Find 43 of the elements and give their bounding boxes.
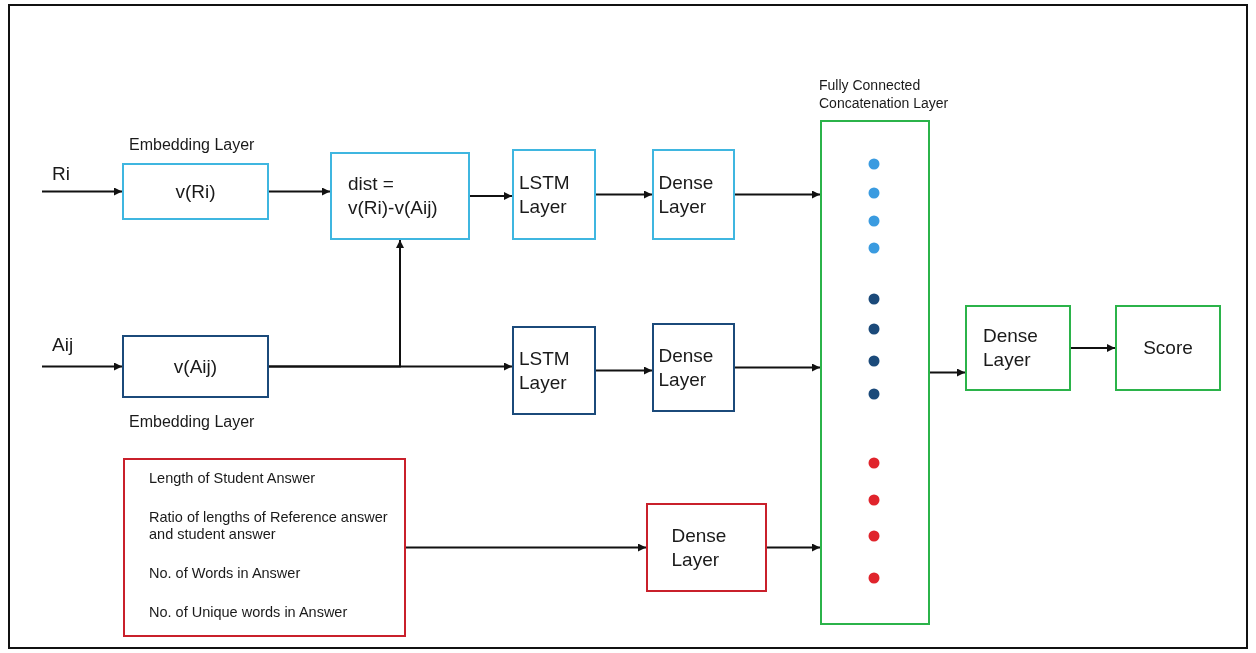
feature-text: Ratio of lengths of Reference answer and student answer bbox=[149, 509, 389, 543]
input-label: Ri bbox=[52, 163, 70, 185]
feature-text: No. of Unique words in Answer bbox=[149, 604, 348, 621]
layer-label: Dense Layer bbox=[658, 170, 715, 219]
arrow bbox=[1070, 344, 1116, 352]
layer-label: v(Ri) bbox=[175, 179, 216, 204]
layer-label: LSTM Layer bbox=[519, 346, 571, 395]
arrow bbox=[41, 362, 123, 371]
layer-box bbox=[512, 149, 596, 240]
feature-text: No. of Words in Answer bbox=[149, 565, 301, 582]
layer-label: Dense Layer bbox=[983, 324, 1039, 372]
layer-box bbox=[652, 323, 735, 412]
layer-label: dist = v(Ri)-v(Aij) bbox=[348, 172, 439, 220]
arrow bbox=[929, 368, 966, 377]
arrow bbox=[734, 190, 821, 199]
layer-box bbox=[330, 152, 470, 240]
layer-caption: Embedding Layer bbox=[129, 136, 255, 154]
layer-box bbox=[1115, 305, 1221, 391]
layer-box bbox=[122, 163, 269, 220]
feature-text: Length of Student Answer bbox=[149, 470, 316, 487]
layer-box bbox=[122, 335, 269, 398]
layer-box bbox=[652, 149, 735, 240]
arrow bbox=[469, 192, 513, 200]
layer-label: Score bbox=[1143, 336, 1193, 360]
arrow bbox=[41, 187, 123, 196]
layer-label: Dense Layer bbox=[671, 523, 728, 572]
arrow bbox=[595, 366, 653, 375]
arrow bbox=[268, 187, 331, 196]
layer-box bbox=[965, 305, 1071, 391]
arrow bbox=[405, 543, 647, 552]
arrow bbox=[766, 543, 821, 552]
arrow bbox=[734, 363, 821, 372]
layer-label: v(Aij) bbox=[173, 354, 218, 379]
layer-label: Dense Layer bbox=[658, 343, 715, 392]
layer-heading: Fully Connected Concatenation Layer bbox=[819, 76, 950, 112]
input-label: Aij bbox=[52, 334, 74, 356]
arrow bbox=[595, 190, 653, 199]
layer-box bbox=[646, 503, 767, 592]
layer-box bbox=[512, 326, 596, 415]
feature-box bbox=[123, 458, 406, 637]
arrow bbox=[268, 362, 513, 371]
layer-label: LSTM Layer bbox=[519, 170, 571, 219]
layer-caption: Embedding Layer bbox=[129, 413, 255, 431]
